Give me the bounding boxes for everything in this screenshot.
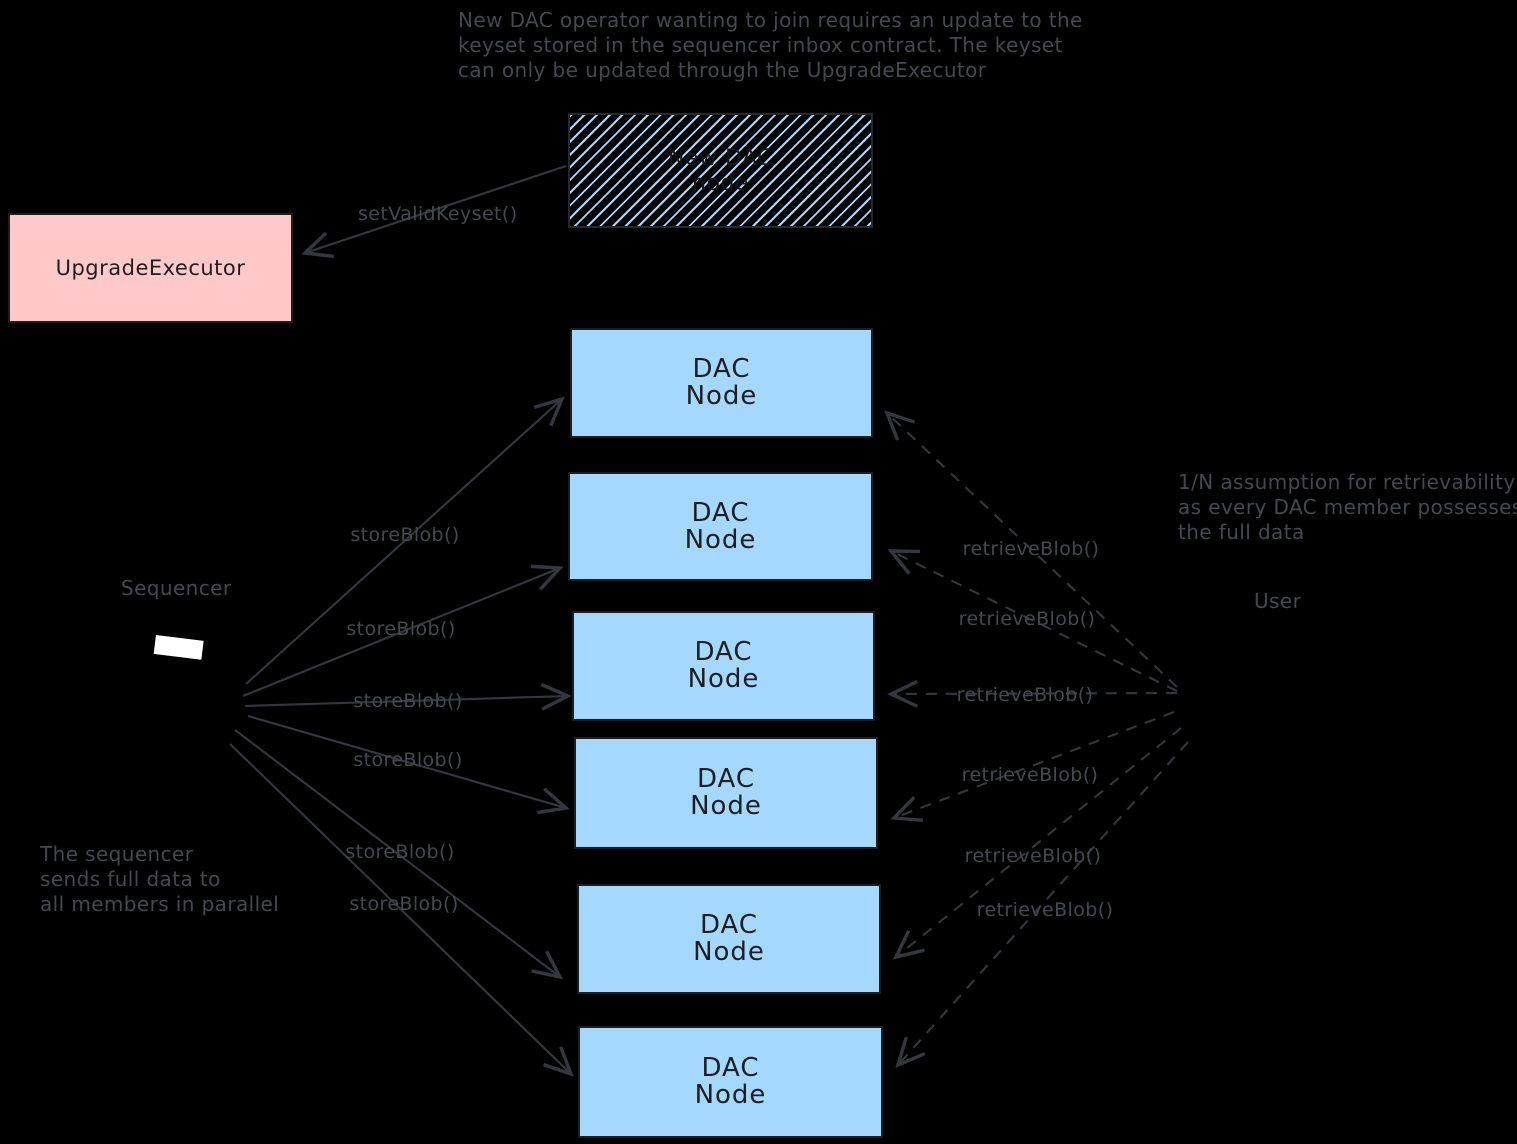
dac-node-5-label-line-1: DAC	[699, 910, 759, 940]
new-dac-node-box: New DAC node	[568, 113, 873, 228]
upgrade-executor-label: UpgradeExecutor	[55, 256, 246, 280]
retrieve-blob-arrow-4	[890, 711, 1175, 822]
retrieve-blob-arrow-3	[887, 680, 1178, 708]
top-note-line-1: New DAC operator wanting to join require…	[458, 8, 1083, 32]
right-note-line-1: 1/N assumption for retrievability,	[1178, 470, 1517, 494]
retrieve-blob-label-2: retrieveBlob()	[958, 608, 1096, 630]
store-blob-label-2: storeBlob()	[346, 618, 456, 640]
store-blob-label-6: storeBlob()	[349, 893, 459, 915]
store-blob-label-4: storeBlob()	[353, 749, 463, 771]
retrieve-blob-label-3: retrieveBlob()	[956, 684, 1094, 706]
upgrade-executor-box: UpgradeExecutor	[8, 213, 293, 323]
new-dac-node-label-line-2: node	[692, 170, 749, 196]
new-dac-node-label-line-1: New DAC	[667, 145, 774, 171]
store-blob-arrow-6	[229, 743, 574, 1077]
retrieve-blob-arrow-5	[892, 727, 1182, 960]
top-note: New DAC operator wanting to join require…	[458, 8, 1083, 83]
set-valid-keyset-label: setValidKeyset()	[358, 203, 518, 225]
dac-node-3-label-line-1: DAC	[694, 637, 753, 667]
retrieve-blob-arrow-6	[895, 741, 1189, 1068]
store-blob-label-3: storeBlob()	[353, 690, 463, 712]
dac-node-4-label-line-1: DAC	[696, 764, 756, 794]
new-dac-node-label: New DAC node	[668, 146, 773, 196]
store-blob-arrow-3	[244, 682, 572, 711]
dac-node-5-label-line-2: Node	[693, 937, 765, 967]
right-note: 1/N assumption for retrievability, as ev…	[1178, 470, 1517, 545]
retrieve-blob-label-1: retrieveBlob()	[962, 538, 1100, 560]
store-blob-arrow-2	[242, 564, 564, 697]
retrieve-blob-label-6: retrieveBlob()	[976, 899, 1114, 921]
store-blob-label-1: storeBlob()	[350, 524, 460, 546]
dac-node-2-label-line-2: Node	[684, 524, 757, 555]
dac-node-3-label-line-2: Node	[687, 664, 760, 694]
dac-node-6-label-line-1: DAC	[701, 1053, 760, 1083]
right-note-line-3: the full data	[1178, 520, 1305, 544]
store-blob-arrow-1	[245, 396, 565, 685]
set-valid-keyset-arrow	[301, 165, 567, 259]
dac-node-2-label-line-1: DAC	[691, 497, 750, 528]
dac-node-1-label-line-2: Node	[685, 381, 758, 411]
dac-node-6-label-line-2: Node	[694, 1080, 767, 1110]
user-label: User	[1254, 589, 1302, 613]
sequencer-label: Sequencer	[121, 576, 232, 600]
store-blob-arrow-4	[247, 714, 570, 815]
retrieve-blob-label-5: retrieveBlob()	[964, 845, 1102, 867]
store-blob-label-5: storeBlob()	[345, 841, 455, 863]
left-note-line-1: The sequencer	[40, 842, 194, 866]
retrieve-blob-arrow-1	[884, 410, 1178, 688]
left-note-line-2: sends full data to	[40, 867, 221, 891]
left-note-line-3: all members in parallel	[40, 892, 280, 916]
dac-node-4-label-line-2: Node	[690, 791, 762, 821]
left-note: The sequencer sends full data to all mem…	[40, 842, 279, 917]
store-blob-arrow-5	[234, 729, 564, 980]
right-note-line-2: as every DAC member possesses	[1178, 495, 1517, 519]
retrieve-blob-label-4: retrieveBlob()	[961, 764, 1099, 786]
retrieve-blob-arrow-2	[887, 549, 1178, 692]
top-note-line-3: can only be updated through the UpgradeE…	[458, 58, 987, 82]
dac-node-1-label-line-1: DAC	[692, 354, 751, 384]
top-note-line-2: keyset stored in the sequencer inbox con…	[458, 33, 1063, 57]
